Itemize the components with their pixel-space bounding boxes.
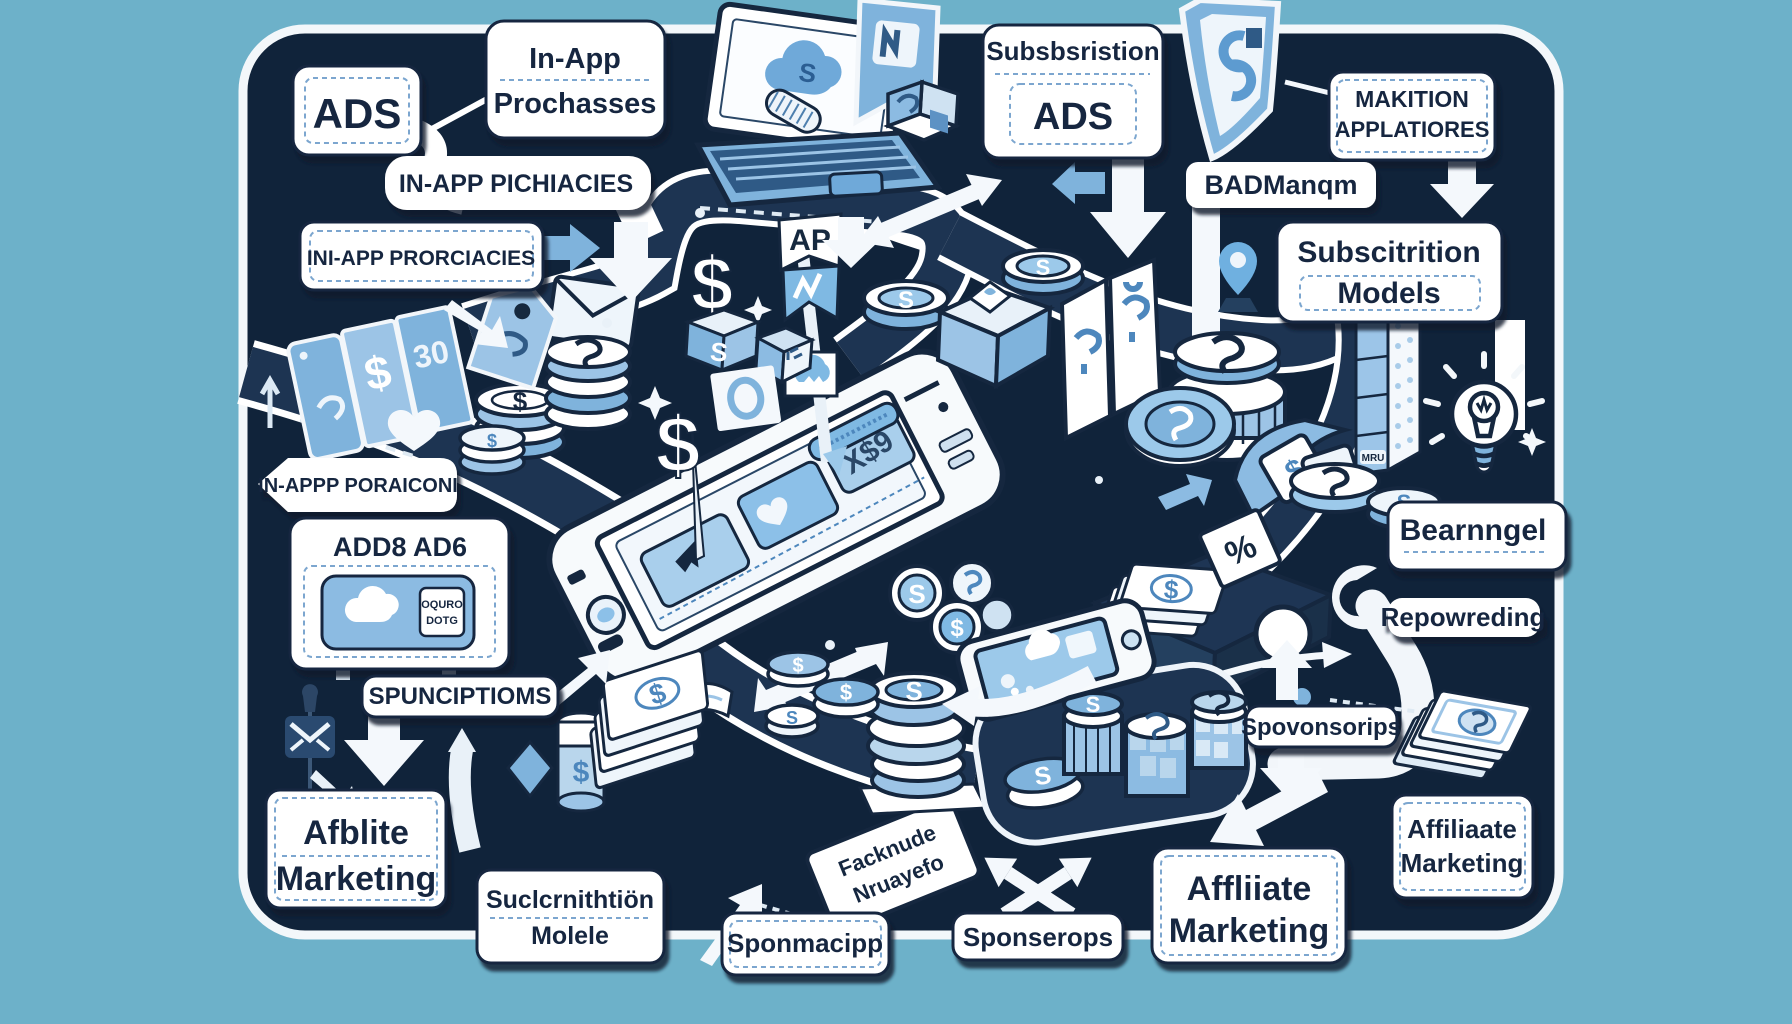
svg-text:ADS: ADS xyxy=(313,90,402,137)
svg-text:S: S xyxy=(786,708,798,728)
svg-text:S: S xyxy=(1032,761,1053,791)
svg-text:Marketing: Marketing xyxy=(276,860,437,898)
svg-text:S: S xyxy=(797,57,818,89)
svg-text:MAKITION: MAKITION xyxy=(1355,86,1469,112)
svg-text:S: S xyxy=(709,336,729,368)
svg-text:30: 30 xyxy=(410,333,452,376)
svg-text:IN-APPP PORAICONI: IN-APPP PORAICONI xyxy=(258,475,458,497)
svg-text:Sponserops: Sponserops xyxy=(963,922,1113,952)
svg-text:Suclcrnithtiön: Suclcrnithtiön xyxy=(486,886,654,914)
svg-text:Afblite: Afblite xyxy=(303,814,409,852)
svg-text:Spovonsorips: Spovonsorips xyxy=(1241,714,1401,741)
svg-text:DOTG: DOTG xyxy=(426,615,458,627)
svg-text:ADS: ADS xyxy=(1033,96,1113,138)
svg-text:IN-APP PICHIACIES: IN-APP PICHIACIES xyxy=(399,170,633,198)
svg-text:Sponmacipp: Sponmacipp xyxy=(727,928,883,958)
svg-text:Subsbsristion: Subsbsristion xyxy=(986,36,1159,66)
svg-text:S: S xyxy=(908,579,925,609)
svg-text:Repowreding: Repowreding xyxy=(1381,602,1546,632)
svg-text:In-App: In-App xyxy=(529,43,621,75)
svg-text:SPUNCIPTIOMS: SPUNCIPTIOMS xyxy=(369,683,552,710)
svg-text:Marketing: Marketing xyxy=(1401,848,1524,878)
svg-text:$: $ xyxy=(950,615,964,642)
svg-text:Affiliaate: Affiliaate xyxy=(1407,814,1517,844)
svg-text:APPLATIORES: APPLATIORES xyxy=(1335,117,1490,142)
svg-text:OQURO: OQURO xyxy=(421,599,463,611)
svg-text:BADManqm: BADManqm xyxy=(1205,170,1358,200)
svg-text:$: $ xyxy=(513,386,528,416)
svg-text:$: $ xyxy=(573,756,590,789)
svg-text:$: $ xyxy=(1163,574,1180,605)
svg-text:INI-APP PRORCIACIES: INI-APP PRORCIACIES xyxy=(307,247,535,270)
svg-text:Molele: Molele xyxy=(531,922,609,950)
svg-text:Prochasses: Prochasses xyxy=(494,88,657,120)
svg-text:Bearnngel: Bearnngel xyxy=(1400,514,1547,547)
svg-text:S: S xyxy=(1036,255,1051,280)
svg-text:MRU: MRU xyxy=(1362,453,1385,464)
svg-text:$: $ xyxy=(487,431,497,451)
svg-text:Subscitrition: Subscitrition xyxy=(1297,236,1480,269)
svg-text:ADD8 AD6: ADD8 AD6 xyxy=(333,532,467,562)
svg-text:Affliiate: Affliiate xyxy=(1187,870,1312,908)
svg-text:$: $ xyxy=(656,400,701,489)
svg-text:$: $ xyxy=(792,655,803,677)
svg-text:$: $ xyxy=(840,680,852,705)
svg-text:S: S xyxy=(1086,692,1101,717)
svg-text:Marketing: Marketing xyxy=(1169,912,1330,950)
svg-text:Models: Models xyxy=(1337,277,1440,310)
svg-text:S: S xyxy=(905,676,922,706)
svg-text:S: S xyxy=(898,287,914,314)
